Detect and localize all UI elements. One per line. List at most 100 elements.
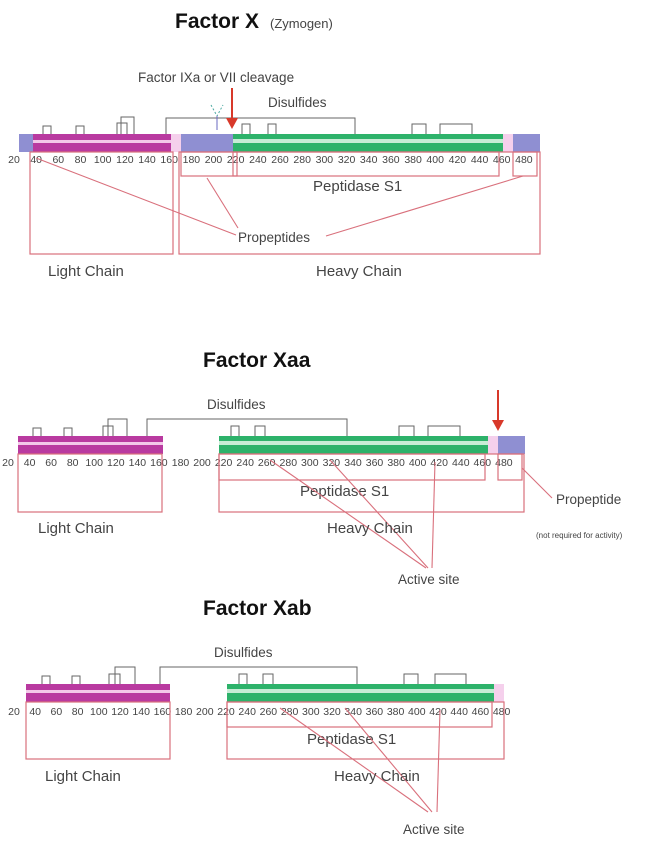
axis-tick-label: 420 <box>429 706 447 718</box>
disulfide-bond <box>427 425 461 436</box>
axis-tick-label: 400 <box>426 154 444 166</box>
propeptide-label: Propeptide <box>556 492 621 507</box>
c-terminal-propeptide-segment <box>498 436 525 454</box>
axis-tick-label: 360 <box>382 154 400 166</box>
cleavage-arrowhead <box>492 420 504 431</box>
disulfide-bond <box>63 427 73 436</box>
axis-tick-label: 120 <box>107 457 125 469</box>
axis-tick-label: 80 <box>72 706 84 718</box>
axis-tick-label: 100 <box>90 706 108 718</box>
light-chain-box <box>29 151 174 255</box>
activation-peptide-segment <box>181 134 233 152</box>
propeptide-note: (not required for activity) <box>536 531 623 540</box>
disulfide-bond <box>41 675 51 684</box>
panel-1-subtitle: (Zymogen) <box>270 16 333 31</box>
axis-tick-label: 140 <box>132 706 150 718</box>
disulfide-bond <box>32 427 42 436</box>
axis-tick-label: 380 <box>404 154 422 166</box>
panel-2-active-site-label: Active site <box>398 572 460 587</box>
axis-tick-label: 200 <box>196 706 214 718</box>
axis-tick-label: 360 <box>366 457 384 469</box>
axis-tick-label: 320 <box>338 154 356 166</box>
axis-tick-label: 260 <box>258 457 276 469</box>
light-chain-highlight <box>33 140 171 143</box>
axis-tick-label: 280 <box>280 457 298 469</box>
disulfide-bond <box>238 673 248 684</box>
axis-tick-label: 440 <box>452 457 470 469</box>
axis-tick-label: 60 <box>45 457 57 469</box>
light-chain-highlight <box>18 442 163 445</box>
disulfide-bond <box>116 122 128 134</box>
disulfide-bond <box>120 116 135 134</box>
axis-tick-label: 300 <box>316 154 334 166</box>
axis-tick-label: 300 <box>301 457 319 469</box>
propeptide-pointer <box>35 157 237 236</box>
axis-tick-label: 360 <box>366 706 384 718</box>
panel-3-light-chain-label: Light Chain <box>45 768 121 785</box>
axis-tick-label: 420 <box>430 457 448 469</box>
axis-tick-label: 460 <box>493 154 511 166</box>
c-terminal-propeptide-segment <box>513 134 540 152</box>
axis-tick-label: 400 <box>408 706 426 718</box>
axis-tick-label: 460 <box>474 457 492 469</box>
propeptides-label: Propeptides <box>238 230 310 245</box>
active-site-pointer <box>269 459 427 569</box>
linker-segment <box>488 436 498 454</box>
axis-tick-label: 220 <box>215 457 233 469</box>
disulfide-bond <box>254 425 266 436</box>
axis-tick-label: 160 <box>160 154 178 166</box>
axis-tick-label: 40 <box>30 154 42 166</box>
axis-tick-label: 60 <box>51 706 63 718</box>
panel-2-peptidase-label: Peptidase S1 <box>300 483 389 500</box>
panel-1-disulfides-label: Disulfides <box>268 95 327 110</box>
panel-2-heavy-chain-label: Heavy Chain <box>327 520 413 537</box>
axis-tick-label: 80 <box>67 457 79 469</box>
axis-tick-label: 380 <box>387 706 405 718</box>
axis-tick-label: 160 <box>150 457 168 469</box>
axis-tick-label: 80 <box>75 154 87 166</box>
signal-peptide-segment <box>19 134 33 152</box>
disulfide-bond <box>159 666 358 684</box>
disulfide-bond <box>71 675 81 684</box>
axis-tick-label: 20 <box>2 457 14 469</box>
disulfide-bond <box>403 673 419 684</box>
light-chain-highlight <box>26 690 170 693</box>
axis-tick-label: 160 <box>154 706 172 718</box>
light-chain-box <box>17 453 163 513</box>
panel-1-light-chain-label: Light Chain <box>48 263 124 280</box>
axis-tick-label: 480 <box>515 154 533 166</box>
panel-1-title: Factor X <box>175 10 259 33</box>
axis-tick-label: 220 <box>227 154 245 166</box>
peptidase-s1-highlight <box>219 441 488 445</box>
disulfide-bond <box>241 123 251 134</box>
disulfide-bond <box>42 125 52 134</box>
panel-3-disulfides-label: Disulfides <box>214 645 273 660</box>
axis-tick-label: 440 <box>450 706 468 718</box>
axis-tick-label: 340 <box>360 154 378 166</box>
axis-tick-label: 480 <box>493 706 511 718</box>
axis-tick-label: 300 <box>302 706 320 718</box>
panel-factor-x: Factor X (Zymogen) Factor IXa or VII cle… <box>8 10 541 280</box>
disulfide-bond <box>267 123 277 134</box>
axis-tick-label: 240 <box>236 457 254 469</box>
heavy-chain-box <box>178 151 541 255</box>
axis-tick-label: 40 <box>24 457 36 469</box>
panel-3-heavy-chain-label: Heavy Chain <box>334 768 420 785</box>
axis-tick-label: 280 <box>281 706 299 718</box>
disulfide-bond <box>262 673 274 684</box>
panel-3-peptidase-label: Peptidase S1 <box>307 731 396 748</box>
axis-tick-label: 240 <box>249 154 267 166</box>
axis-tick-label: 20 <box>8 154 20 166</box>
panel-2-title: Factor Xaa <box>203 349 311 372</box>
linker-segment <box>171 134 181 152</box>
disulfide-bond <box>411 123 427 134</box>
disulfide-bond <box>114 666 136 684</box>
disulfide-bond <box>165 117 356 134</box>
panel-1-peptidase-label: Peptidase S1 <box>313 178 402 195</box>
